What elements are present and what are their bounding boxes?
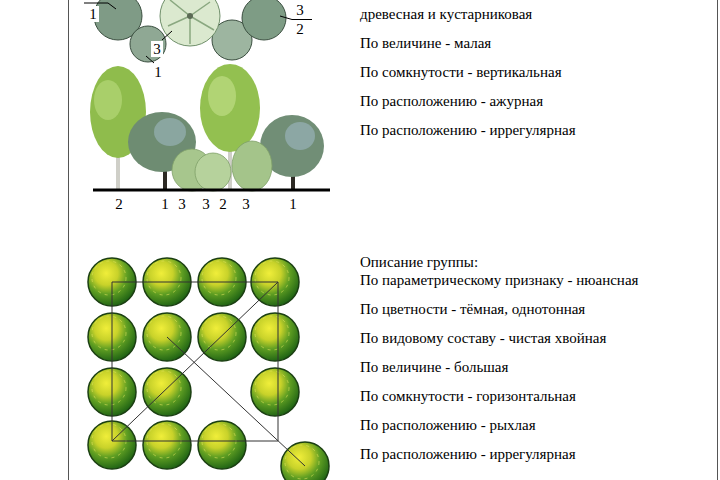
description-text: По расположению - рыхлая [360, 416, 536, 434]
description-text: По расположению - ажурная [360, 92, 543, 110]
callout-number: 2 [217, 196, 229, 212]
callout-number: 3 [240, 196, 252, 212]
callout-number: 2 [294, 21, 306, 37]
callout-number: 1 [159, 196, 171, 212]
ground-line [93, 189, 330, 192]
conifer-crown [251, 313, 299, 361]
frame-line [717, 0, 718, 480]
description-text: По видовому составу - чистая хвойная [360, 329, 606, 347]
callout-number: 1 [287, 196, 299, 212]
conifer-crown [143, 421, 191, 469]
crown-branches [168, 0, 214, 44]
crown-highlight [208, 76, 236, 116]
trunk-point [187, 13, 193, 19]
elevation-view [90, 64, 330, 191]
crown-highlight [285, 122, 315, 150]
crown-highlight [154, 118, 186, 146]
description-text: По величине - малая [360, 34, 491, 52]
description-text: По цветности - тёмная, однотонная [360, 300, 585, 318]
description-text: По расположению - иррегулярная [360, 121, 576, 139]
callout-number: 3 [176, 196, 188, 212]
description-text: По сомкнутости - горизонтальная [360, 387, 576, 405]
description-text: По расположению - иррегулярная [360, 445, 576, 463]
leader-line [146, 56, 154, 63]
callout-number: 3 [151, 41, 163, 57]
description-text: По параметрическому признаку - нюансная [360, 271, 638, 289]
crown-highlight [94, 80, 122, 120]
frame-line [68, 0, 69, 480]
description-text: По величине - большая [360, 358, 508, 376]
conifer-crown [143, 368, 191, 416]
shrub [195, 153, 231, 191]
callout-number: 2 [113, 196, 125, 212]
callout-number: 3 [294, 2, 306, 18]
conifer-plan [88, 258, 329, 480]
description-text: древесная и кустарниковая [360, 5, 532, 23]
conifer-crown [251, 368, 299, 416]
callout-number: 3 [200, 196, 212, 212]
tree-crown [130, 26, 166, 62]
callout-number: 1 [87, 6, 99, 22]
description-text: Описание группы: [360, 253, 478, 271]
leader-line [162, 31, 172, 40]
callout-number: 1 [152, 64, 164, 80]
conifer-crown [281, 442, 329, 480]
birch-crown [200, 64, 260, 152]
birch-crown [160, 0, 220, 46]
shrub [232, 141, 272, 191]
plan-view [84, 0, 312, 63]
grid-diagonal [167, 337, 305, 466]
tree-crown [242, 0, 286, 40]
conifer-crown [198, 421, 246, 469]
description-text: По сомкнутости - вертикальная [360, 63, 562, 81]
